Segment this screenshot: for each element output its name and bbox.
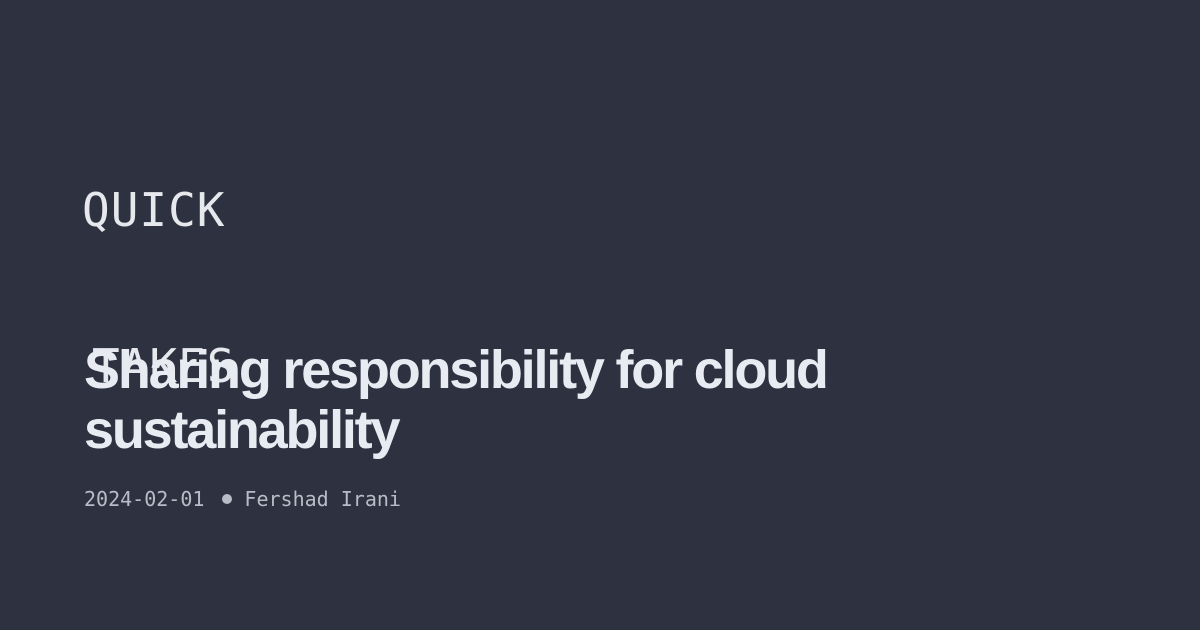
post-author: Fershad Irani [244,487,401,511]
separator-dot-icon [222,494,233,504]
post-meta: 2024-02-01 Fershad Irani [84,486,401,512]
post-title: Sharing responsibility for cloud sustain… [84,340,829,460]
quick-takes-logo: QUICK TAKES [82,80,235,496]
logo-line-1: QUICK [82,183,226,237]
post-date: 2024-02-01 [84,487,205,511]
logo-line-2: TAKES [92,339,236,393]
